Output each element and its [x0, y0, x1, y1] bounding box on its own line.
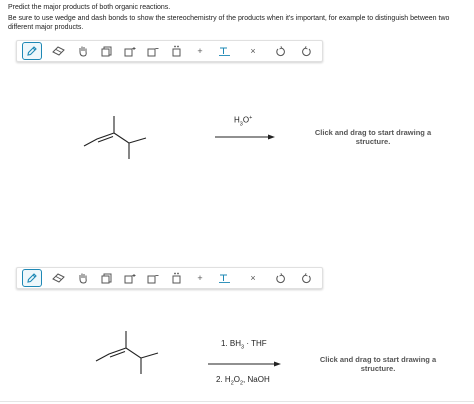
alkene-structure-2	[95, 331, 159, 374]
lone-pair-icon[interactable]	[167, 43, 185, 59]
hand-icon[interactable]	[74, 43, 92, 59]
reagent-hydronium: H3O+	[234, 115, 253, 128]
question-title: Predict the major products of both organ…	[8, 4, 171, 11]
negative-charge-icon[interactable]	[144, 43, 162, 59]
positive-charge-icon[interactable]	[121, 43, 139, 59]
arrow-tool-icon[interactable]	[215, 270, 233, 286]
reaction-arrow-2	[208, 361, 281, 367]
undo-icon[interactable]	[271, 270, 289, 286]
clear-button[interactable]: ×	[250, 46, 256, 56]
template-icon[interactable]	[97, 43, 115, 59]
reaction-arrow-1	[215, 134, 275, 140]
reagent-step-2: 2. H2O2, NaOH	[216, 375, 270, 387]
drawing-toolbar-2: + ×	[16, 267, 323, 289]
pencil-icon[interactable]	[22, 42, 42, 60]
bottom-divider	[0, 401, 474, 402]
eraser-icon[interactable]	[49, 43, 67, 59]
drawing-area-1-prompt[interactable]: Click and drag to start drawing a struct…	[314, 128, 432, 146]
clear-button[interactable]: ×	[250, 273, 256, 283]
drawing-area-2-prompt[interactable]: Click and drag to start drawing a struct…	[319, 355, 437, 373]
reagent-step-1: 1. BH3 · THF	[221, 339, 267, 351]
undo-icon[interactable]	[271, 43, 289, 59]
positive-charge-icon[interactable]	[121, 270, 139, 286]
add-button[interactable]: +	[197, 273, 203, 283]
hand-icon[interactable]	[74, 270, 92, 286]
template-icon[interactable]	[97, 270, 115, 286]
redo-icon[interactable]	[297, 270, 315, 286]
redo-icon[interactable]	[297, 43, 315, 59]
pencil-icon[interactable]	[22, 269, 42, 287]
eraser-icon[interactable]	[49, 270, 67, 286]
lone-pair-icon[interactable]	[167, 270, 185, 286]
add-button[interactable]: +	[197, 46, 203, 56]
arrow-tool-icon[interactable]	[215, 43, 233, 59]
negative-charge-icon[interactable]	[144, 270, 162, 286]
drawing-toolbar-1: + ×	[16, 40, 323, 62]
question-instructions: Be sure to use wedge and dash bonds to s…	[8, 15, 450, 31]
alkene-structure-1	[83, 116, 147, 159]
